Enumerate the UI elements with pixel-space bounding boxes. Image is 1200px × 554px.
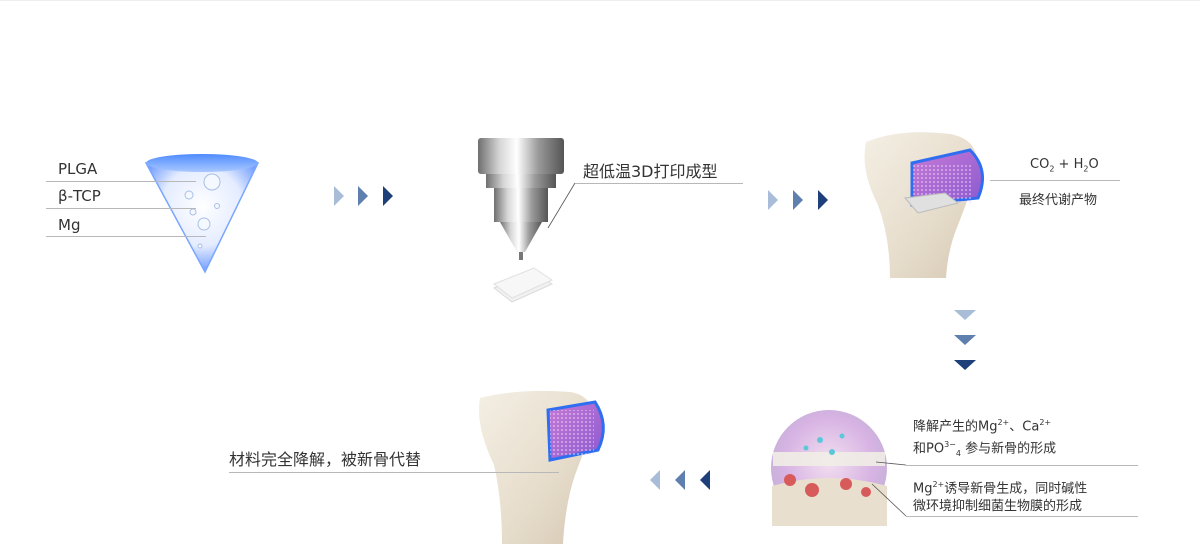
leader-btcp (46, 208, 196, 209)
induction-line2: 微环境抑制细菌生物膜的形成 (913, 499, 1083, 514)
leader-mg (46, 236, 206, 237)
leader-degradation (906, 465, 1138, 466)
leader-induction (906, 516, 1138, 517)
flow-arrow-right-2 (768, 190, 828, 210)
flow-arrow-down (954, 310, 976, 370)
printing-label: 超低温3D打印成型 (583, 162, 718, 181)
final-label: 材料完全降解，被新骨代替 (229, 450, 422, 469)
degradation-line1: 降解产生的Mg2+、Ca2+ (913, 418, 1052, 435)
metabolite-label: 最终代谢产物 (1019, 193, 1098, 208)
leader-printing (575, 183, 743, 184)
final-bone-illustration (478, 390, 605, 544)
material-label-btcp: β-TCP (58, 187, 101, 205)
degradation-line2: 和PO3−4 参与新骨的形成 (913, 440, 1057, 458)
leader-plga (46, 181, 196, 182)
metabolite-formula: CO2 + H2O (1030, 157, 1099, 174)
material-label-plga: PLGA (58, 160, 98, 178)
micro-leader-1 (875, 461, 907, 466)
flow-arrow-right-1 (334, 186, 393, 206)
bone-implant-illustration (864, 132, 984, 278)
material-cone-illustration (144, 154, 260, 274)
induction-line1: Mg2+诱导新骨生成，同时碱性 (913, 480, 1088, 497)
print-nozzle-illustration (478, 138, 564, 303)
micro-leader-2 (871, 483, 907, 517)
nozzle-leader-diagonal (547, 182, 576, 229)
material-label-mg: Mg (58, 216, 81, 234)
microscopic-view-illustration (771, 410, 887, 526)
flow-arrow-left (650, 470, 710, 490)
top-divider (0, 0, 1200, 1)
leader-metabolite (990, 180, 1120, 181)
leader-final (229, 472, 559, 473)
